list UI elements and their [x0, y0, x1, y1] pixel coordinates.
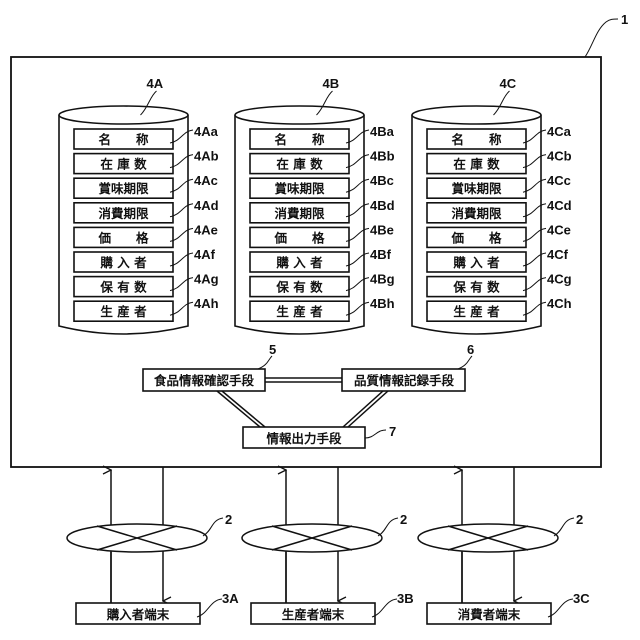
field-label: 賞味期限: [274, 181, 325, 196]
terminal-label: 消費者端末: [458, 607, 521, 622]
field-label: 消費期限: [451, 206, 502, 221]
field-label: 価 格: [273, 230, 325, 245]
field-ref-label: 4Ch: [547, 296, 572, 311]
connector-5-6: [265, 378, 342, 382]
database-4c: 4C 名 称 4Ca 在 庫 数 4Cb 賞味期限 4Cc 消費期限 4Cd 価 格 4Ce 購 入 …: [412, 76, 572, 334]
field-ref-label: 4Af: [194, 247, 216, 262]
field-label: 保 有 数: [452, 280, 500, 295]
terminal-ref-label: 3A: [222, 591, 239, 606]
field-label: 購 入 者: [275, 255, 323, 270]
field-ref-label: 4Ca: [547, 124, 572, 139]
network-3: 2: [418, 467, 583, 604]
field-label: 在 庫 数: [100, 157, 147, 172]
system-ref-label: 1: [621, 12, 628, 27]
field-label: 保 有 数: [275, 280, 323, 295]
database-4b: 4B 名 称 4Ba 在 庫 数 4Bb 賞味期限 4Bc 消費期限 4Bd 価 格 4Be 購 入 …: [235, 76, 395, 334]
network-ref-label: 2: [576, 512, 583, 527]
field-ref-label: 4Cf: [547, 247, 569, 262]
network-1: 2: [67, 467, 232, 604]
network-ref-label: 2: [400, 512, 407, 527]
field-ref-label: 4Ah: [194, 296, 219, 311]
database-ref-label: 4A: [147, 76, 164, 91]
terminal-3b: 生産者端末 3B: [251, 591, 414, 624]
terminal-label: 生産者端末: [282, 607, 345, 622]
field-label: 消費期限: [274, 206, 325, 221]
field-ref-label: 4Cd: [547, 198, 572, 213]
field-label: 名 称: [274, 132, 325, 147]
database-ref-label: 4B: [323, 76, 340, 91]
quality-record-ref: 6: [467, 342, 474, 357]
connector-6-7: [343, 391, 388, 427]
field-label: 在 庫 数: [276, 157, 323, 172]
field-ref-label: 4Ce: [547, 222, 571, 237]
terminal-ref-label: 3C: [573, 591, 590, 606]
connector-5-7: [217, 391, 265, 427]
field-ref-label: 4Ac: [194, 173, 218, 188]
terminal-ref-label: 3B: [397, 591, 414, 606]
network-ref-label: 2: [225, 512, 232, 527]
field-label: 保 有 数: [99, 280, 147, 295]
field-ref-label: 4Bg: [370, 272, 395, 287]
field-ref-label: 4Bc: [370, 173, 394, 188]
terminal-3a: 購入者端末 3A: [76, 591, 239, 624]
cylinder-top: [59, 106, 188, 124]
quality-record-means: 品質情報記録手段: [342, 369, 465, 391]
field-label: 購 入 者: [452, 255, 500, 270]
field-ref-label: 4Bd: [370, 198, 395, 213]
field-ref-label: 4Bf: [370, 247, 392, 262]
field-label: 名 称: [451, 132, 502, 147]
database-ref-label: 4C: [500, 76, 517, 91]
field-ref-label: 4Cb: [547, 149, 572, 164]
field-ref-label: 4Aa: [194, 124, 219, 139]
cylinder-top: [412, 106, 541, 124]
info-output-ref: 7: [389, 424, 396, 439]
food-check-means: 食品情報確認手段: [143, 369, 265, 391]
field-label: 名 称: [98, 132, 149, 147]
field-ref-label: 4Ab: [194, 149, 219, 164]
field-ref-label: 4Bh: [370, 296, 395, 311]
database-4a: 4A 名 称 4Aa 在 庫 数 4Ab 賞味期限 4Ac 消費期限 4Ad 価 格 4Ae 購 入 …: [59, 76, 219, 334]
field-ref-label: 4Ag: [194, 272, 219, 287]
terminal-3c: 消費者端末 3C: [427, 591, 590, 624]
terminal-label: 購入者端末: [106, 607, 170, 622]
field-ref-label: 4Be: [370, 222, 394, 237]
field-label: 賞味期限: [98, 181, 149, 196]
field-label: 生 産 者: [100, 304, 147, 319]
field-label: 価 格: [450, 230, 502, 245]
food-check-ref: 5: [269, 342, 276, 357]
cylinder-top: [235, 106, 364, 124]
field-ref-label: 4Bb: [370, 149, 395, 164]
field-label: 生 産 者: [276, 304, 323, 319]
field-label: 賞味期限: [451, 181, 502, 196]
field-label: 購 入 者: [99, 255, 147, 270]
info-output-label: 情報出力手段: [266, 431, 342, 446]
field-label: 消費期限: [98, 206, 149, 221]
info-output-means: 情報出力手段: [243, 427, 365, 448]
field-ref-label: 4Cg: [547, 272, 572, 287]
field-ref-label: 4Ad: [194, 198, 219, 213]
field-ref-label: 4Cc: [547, 173, 571, 188]
field-ref-label: 4Ae: [194, 222, 218, 237]
network-2: 2: [242, 467, 407, 604]
quality-record-label: 品質情報記録手段: [354, 373, 455, 388]
field-label: 生 産 者: [453, 304, 500, 319]
field-ref-label: 4Ba: [370, 124, 395, 139]
food-check-label: 食品情報確認手段: [153, 373, 255, 388]
field-label: 在 庫 数: [453, 157, 500, 172]
field-label: 価 格: [97, 230, 149, 245]
